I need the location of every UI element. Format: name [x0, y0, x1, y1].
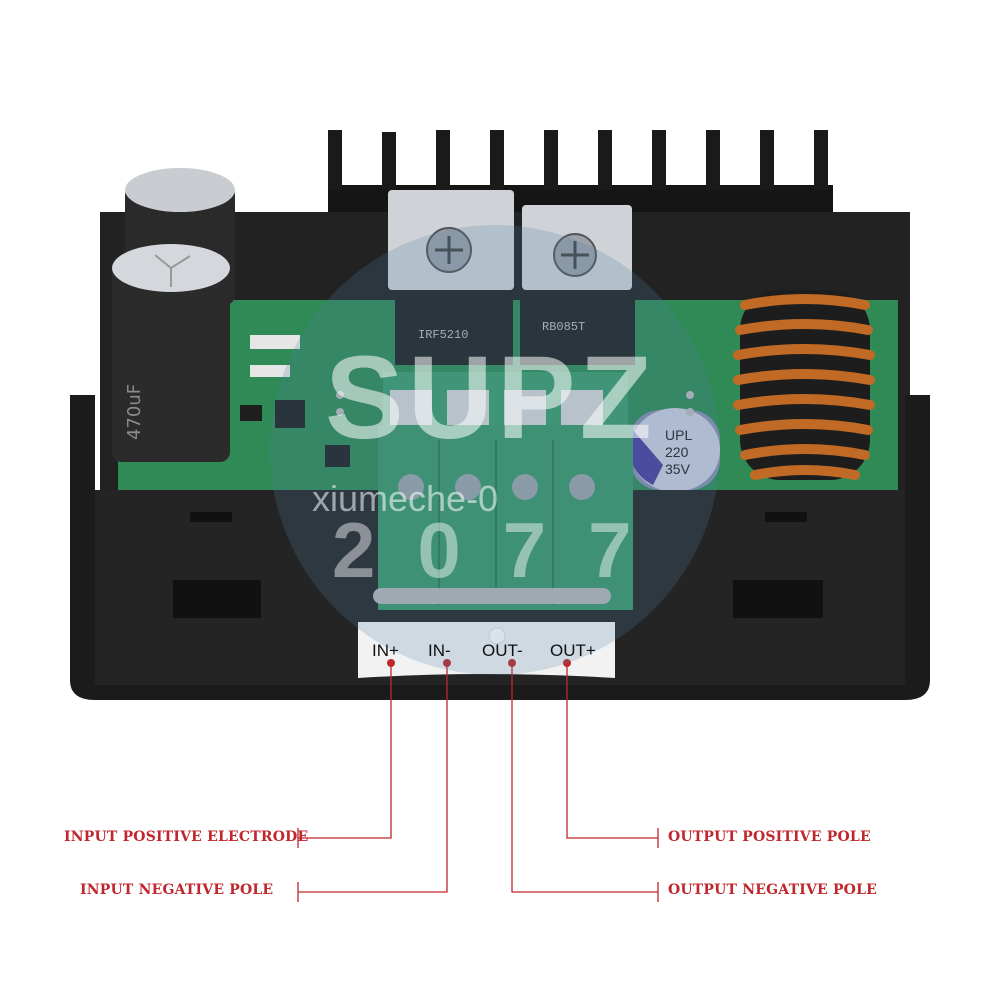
capacitor-big-label: 470uF [124, 384, 145, 440]
capacitor-small-line-1: UPL [665, 427, 692, 443]
case-clips [173, 512, 823, 618]
mosfet-left-label: IRF5210 [418, 328, 468, 342]
watermark-handle: xiumeche-0 [312, 478, 499, 519]
watermark-year: 2077 [332, 506, 674, 594]
callout-output-positive: OUTPUT POSITIVE POLE [668, 829, 871, 845]
capacitor-small-line-2: 220 [665, 444, 689, 460]
callout-output-negative: OUTPUT NEGATIVE POLE [668, 882, 877, 898]
label-plate-hole [488, 627, 506, 645]
terminal-label-in-plus: IN+ [372, 641, 399, 660]
callout-input-negative: INPUT NEGATIVE POLE [80, 882, 274, 898]
mosfet-right [520, 205, 635, 365]
mosfet-left [388, 190, 514, 365]
terminal-block [373, 372, 633, 610]
watermark-brand: SUPZ [325, 332, 656, 464]
capacitor-small [628, 408, 720, 492]
mosfet-right-label: RB085T [542, 320, 585, 334]
terminal-dots [387, 659, 571, 667]
pcb-components [240, 335, 694, 467]
terminal-label-out-minus: OUT- [482, 641, 523, 660]
leader-lines [297, 663, 659, 902]
terminal-label-in-minus: IN- [428, 641, 451, 660]
terminal-label-plate [358, 622, 615, 678]
terminal-label-out-plus: OUT+ [550, 641, 596, 660]
inductor-coil [733, 290, 875, 480]
capacitor-big-front [112, 244, 230, 462]
watermark-disc [270, 225, 720, 675]
callout-input-positive: INPUT POSITIVE ELECTRODE [64, 829, 309, 845]
capacitor-small-line-3: 35V [665, 461, 691, 477]
